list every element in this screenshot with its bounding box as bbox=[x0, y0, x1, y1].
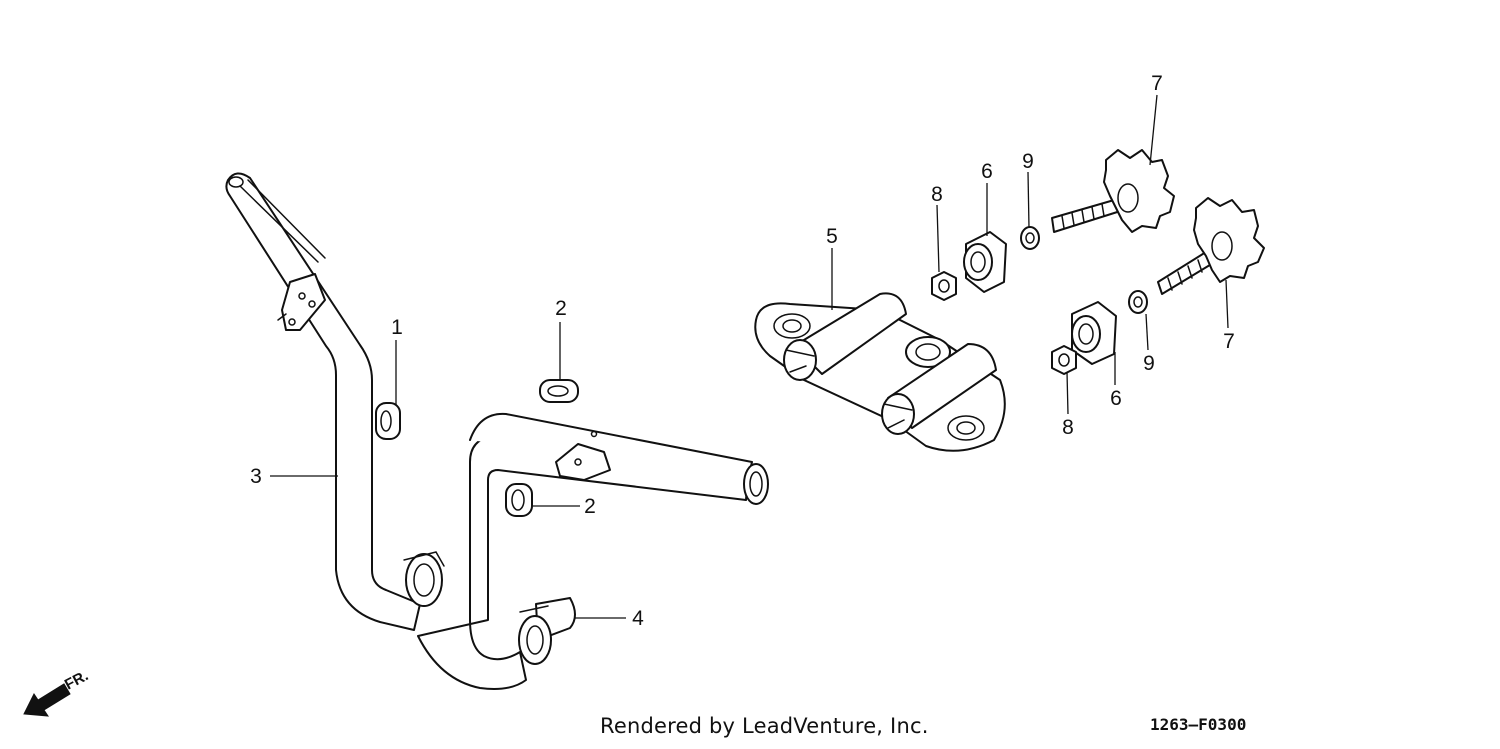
bushing-part-6-upper[interactable] bbox=[963, 231, 1007, 293]
callout-1: 1 bbox=[391, 316, 403, 339]
knob-bolt-part-7-upper[interactable] bbox=[1051, 149, 1175, 233]
callout-9-upper: 9 bbox=[1022, 150, 1034, 173]
callout-7-upper: 7 bbox=[1151, 72, 1163, 95]
callout-5: 5 bbox=[826, 225, 838, 248]
washer-part-9-upper[interactable] bbox=[1020, 226, 1040, 250]
leader-lines bbox=[270, 94, 1229, 619]
callout-4: 4 bbox=[632, 607, 644, 630]
bushing-part-6-lower[interactable] bbox=[1071, 301, 1117, 365]
callout-8-upper: 8 bbox=[931, 183, 943, 206]
callout-3: 3 bbox=[250, 465, 262, 488]
credit-text: Rendered by LeadVenture, Inc. bbox=[600, 714, 929, 738]
callout-labels: 1 2 2 3 4 5 6 6 7 7 8 8 9 9 bbox=[250, 72, 1235, 630]
nut-part-8-lower[interactable] bbox=[1051, 345, 1077, 375]
callout-9-lower: 9 bbox=[1143, 352, 1155, 375]
handle-pipe-left[interactable] bbox=[225, 172, 421, 631]
handle-pipe-right[interactable] bbox=[417, 412, 769, 690]
collar-lower-part-4[interactable] bbox=[518, 597, 576, 665]
grommet-part-2-lower[interactable] bbox=[505, 483, 533, 517]
callout-7-lower: 7 bbox=[1223, 330, 1235, 353]
diagram-code: 1263–F0300 bbox=[1150, 715, 1247, 734]
callout-6-lower: 6 bbox=[1110, 387, 1122, 410]
nut-part-8-upper[interactable] bbox=[931, 271, 957, 301]
handle-holder-part-5[interactable] bbox=[754, 292, 1006, 452]
callout-8-lower: 8 bbox=[1062, 416, 1074, 439]
grommet-part-1[interactable] bbox=[375, 402, 401, 440]
callout-6-upper: 6 bbox=[981, 160, 993, 183]
callout-2-upper: 2 bbox=[555, 297, 567, 320]
washer-part-9-lower[interactable] bbox=[1128, 290, 1148, 314]
grommet-part-2-upper[interactable] bbox=[539, 379, 579, 403]
knob-bolt-part-7-lower[interactable] bbox=[1157, 197, 1265, 295]
front-arrow-icon bbox=[23, 683, 71, 717]
front-direction-marker: FR. bbox=[23, 667, 91, 717]
collar-upper[interactable] bbox=[403, 551, 445, 607]
callout-2-lower: 2 bbox=[584, 495, 596, 518]
